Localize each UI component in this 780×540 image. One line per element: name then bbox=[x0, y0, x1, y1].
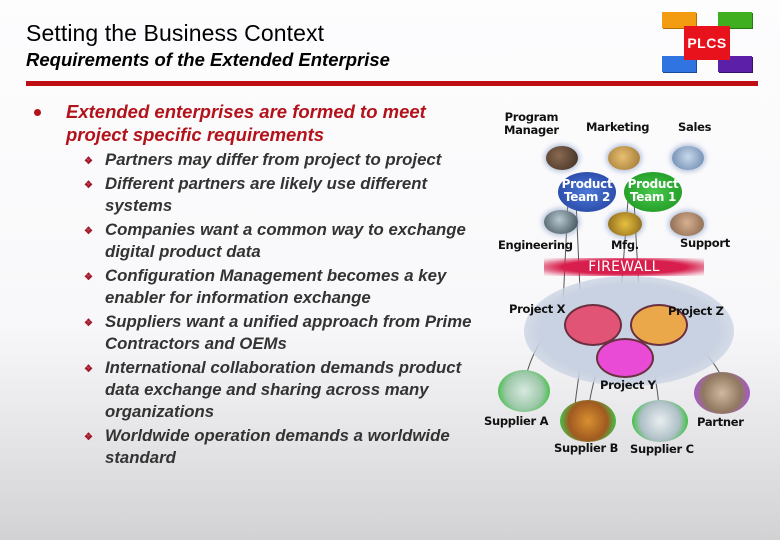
logo-green-block bbox=[718, 12, 752, 28]
label-project-x: Project X bbox=[509, 302, 566, 316]
product-team-1-node: Product Team 1 bbox=[624, 172, 682, 212]
diamond-bullet-icon: ❖ bbox=[84, 318, 93, 329]
logo-purple-block bbox=[718, 56, 752, 72]
sub-bullet-text: Suppliers want a unified approach from P… bbox=[105, 312, 472, 353]
sub-bullet: ❖ Worldwide operation demands a worldwide… bbox=[34, 425, 474, 469]
sub-bullet: ❖ International collaboration demands pro… bbox=[34, 357, 474, 423]
diamond-bullet-icon: ❖ bbox=[84, 180, 93, 191]
project-y-node bbox=[596, 338, 654, 378]
diamond-bullet-icon: ❖ bbox=[84, 432, 93, 443]
logo-text: PLCS bbox=[684, 26, 730, 60]
sub-bullet-list: ❖ Partners may differ from project to pro… bbox=[34, 149, 474, 469]
label-sales: Sales bbox=[678, 120, 712, 134]
firewall-banner: FIREWALL bbox=[544, 258, 704, 276]
main-bullet: Extended enterprises are formed to meet … bbox=[34, 100, 474, 146]
logo-orange-block bbox=[662, 12, 696, 28]
engineering-photo-icon bbox=[544, 210, 578, 234]
sales-photo-icon bbox=[672, 146, 704, 170]
sub-bullet: ❖ Partners may differ from project to pro… bbox=[34, 149, 474, 171]
supplier-b-photo-icon bbox=[560, 400, 616, 442]
label-partner: Partner bbox=[697, 415, 744, 429]
sub-bullet-text: International collaboration demands prod… bbox=[105, 358, 462, 421]
sub-bullet: ❖ Configuration Management becomes a key … bbox=[34, 265, 474, 309]
label-engineering: Engineering bbox=[498, 238, 573, 252]
product-team-2-node: Product Team 2 bbox=[558, 172, 616, 212]
extended-enterprise-diagram: Program Manager Marketing Sales Product … bbox=[484, 100, 780, 460]
label-marketing: Marketing bbox=[586, 120, 650, 134]
slide-subtitle: Requirements of the Extended Enterprise bbox=[26, 49, 390, 70]
sub-bullet-text: Different partners are likely use differ… bbox=[105, 174, 428, 215]
logo-blue-block bbox=[662, 56, 696, 72]
label-supplier-a: Supplier A bbox=[484, 414, 549, 428]
sub-bullet-text: Companies want a common way to exchange … bbox=[105, 220, 466, 261]
sub-bullet-text: Configuration Management becomes a key e… bbox=[105, 266, 447, 307]
label-project-y: Project Y bbox=[600, 378, 656, 392]
diamond-bullet-icon: ❖ bbox=[84, 364, 93, 375]
diamond-bullet-icon: ❖ bbox=[84, 226, 93, 237]
supplier-a-photo-icon bbox=[498, 370, 550, 412]
label-supplier-c: Supplier C bbox=[630, 442, 694, 456]
support-photo-icon bbox=[670, 212, 704, 236]
title-divider bbox=[26, 81, 758, 86]
program-manager-photo-icon bbox=[546, 146, 578, 170]
label-project-z: Project Z bbox=[668, 304, 724, 318]
sub-bullet-text: Worldwide operation demands a worldwide … bbox=[105, 426, 450, 467]
label-supplier-b: Supplier B bbox=[554, 441, 619, 455]
diamond-bullet-icon: ❖ bbox=[84, 272, 93, 283]
partner-photo-icon bbox=[694, 372, 750, 414]
mfg-photo-icon bbox=[608, 212, 642, 236]
slide-title: Setting the Business Context bbox=[26, 20, 325, 46]
label-mfg: Mfg. bbox=[611, 238, 639, 252]
project-z-node bbox=[630, 304, 688, 346]
main-bullet-text: Extended enterprises are formed to meet … bbox=[66, 101, 426, 145]
label-program-manager: Program Manager bbox=[504, 110, 559, 137]
bullet-list: Extended enterprises are formed to meet … bbox=[34, 100, 474, 471]
diamond-bullet-icon: ❖ bbox=[84, 156, 93, 167]
sub-bullet: ❖ Companies want a common way to exchange… bbox=[34, 219, 474, 263]
supplier-c-photo-icon bbox=[632, 400, 688, 442]
bullet-dot-icon bbox=[34, 109, 41, 116]
plcs-logo: PLCS bbox=[662, 12, 754, 74]
sub-bullet: ❖ Suppliers want a unified approach from … bbox=[34, 311, 474, 355]
sub-bullet-text: Partners may differ from project to proj… bbox=[105, 150, 442, 169]
sub-bullet: ❖ Different partners are likely use diffe… bbox=[34, 173, 474, 217]
label-support: Support bbox=[680, 236, 730, 250]
marketing-photo-icon bbox=[608, 146, 640, 170]
